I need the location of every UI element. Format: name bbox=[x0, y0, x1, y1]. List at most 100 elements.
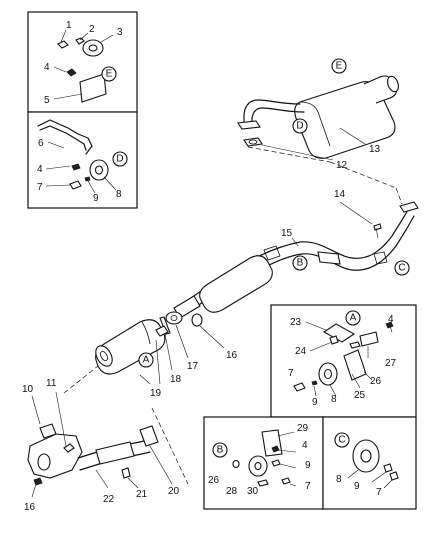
part-7-bolt-b bbox=[281, 477, 291, 485]
ref-circle-c1: C bbox=[394, 260, 410, 276]
part-27-bracket bbox=[359, 331, 379, 347]
svg-text:A: A bbox=[143, 355, 150, 366]
callout-4: 4 bbox=[302, 440, 308, 451]
front-pipe-manifold-end bbox=[27, 433, 83, 479]
ref-circle-e1: E bbox=[101, 66, 117, 82]
svg-text:D: D bbox=[296, 121, 303, 132]
callout-7: 7 bbox=[288, 368, 294, 379]
svg-text:C: C bbox=[338, 435, 345, 446]
part-4-nut-a bbox=[385, 321, 394, 329]
part-11-stud bbox=[63, 443, 75, 453]
callout-7: 7 bbox=[376, 487, 382, 498]
callout-20: 20 bbox=[168, 486, 180, 497]
part-26-rod bbox=[349, 341, 361, 349]
part-2-washer bbox=[75, 37, 85, 45]
callout-21: 21 bbox=[136, 489, 148, 500]
svg-text:A: A bbox=[350, 313, 357, 324]
callout-19: 19 bbox=[150, 388, 162, 399]
part-14-bolt bbox=[373, 223, 382, 231]
callout-18: 18 bbox=[170, 374, 182, 385]
ref-circle-d1: D bbox=[112, 151, 128, 167]
callout-16: 16 bbox=[226, 350, 238, 361]
inset-c-parts bbox=[347, 439, 399, 489]
part-16-nut bbox=[191, 313, 203, 327]
svg-text:E: E bbox=[106, 69, 113, 80]
part-5-bracket bbox=[79, 73, 107, 103]
callout-14: 14 bbox=[334, 189, 346, 200]
callout-25: 25 bbox=[354, 390, 366, 401]
callout-9: 9 bbox=[354, 481, 360, 492]
ref-circle-b1: B bbox=[292, 255, 308, 271]
ref-circle-a1: A bbox=[138, 352, 154, 368]
callout-6: 6 bbox=[38, 138, 44, 149]
part-19-catalytic-converter bbox=[95, 319, 169, 375]
svg-text:D: D bbox=[116, 154, 123, 165]
ref-circle-b2: B bbox=[212, 442, 228, 458]
callout-11: 11 bbox=[46, 378, 57, 389]
callout-13: 13 bbox=[369, 144, 381, 155]
part-4-nut bbox=[66, 68, 77, 77]
callout-8: 8 bbox=[336, 474, 342, 485]
callout-29: 29 bbox=[297, 423, 309, 434]
callout-7: 7 bbox=[305, 481, 311, 492]
muffler-inlet-flange bbox=[237, 120, 261, 130]
callout-30: 30 bbox=[247, 486, 259, 497]
callout-17: 17 bbox=[187, 361, 199, 372]
part-7-bolt-a bbox=[293, 382, 306, 392]
callout-9: 9 bbox=[312, 397, 318, 408]
part-13-muffler bbox=[237, 75, 399, 159]
part-6-hanger-bracket bbox=[37, 119, 93, 155]
part-17-gasket bbox=[165, 311, 183, 325]
svg-text:B: B bbox=[217, 445, 224, 456]
inset-b-parts bbox=[232, 429, 297, 487]
callout-22: 22 bbox=[103, 494, 115, 505]
inset-e-parts bbox=[53, 29, 114, 103]
callout-4: 4 bbox=[37, 164, 43, 175]
callout-4: 4 bbox=[44, 62, 50, 73]
callout-12: 12 bbox=[336, 160, 348, 171]
callout-8: 8 bbox=[116, 189, 122, 200]
callout-7: 7 bbox=[37, 182, 43, 193]
part-22-front-pipe bbox=[27, 423, 159, 486]
svg-text:B: B bbox=[297, 258, 304, 269]
callout-numbers: 1 2 3 4 5 6 4 7 9 8 13 12 14 15 16 17 18… bbox=[22, 20, 397, 513]
callout-3: 3 bbox=[117, 27, 123, 38]
ref-circle-e2: E bbox=[331, 58, 347, 74]
callout-23: 23 bbox=[290, 317, 302, 328]
callout-4: 4 bbox=[388, 314, 394, 325]
svg-text:E: E bbox=[336, 61, 343, 72]
part-9-nut-c bbox=[383, 463, 393, 473]
callout-9: 9 bbox=[305, 460, 311, 471]
inset-d-parts bbox=[37, 119, 117, 194]
part-1-bolt bbox=[57, 40, 69, 49]
callout-8: 8 bbox=[331, 394, 337, 405]
part-16-nut-front bbox=[33, 477, 43, 486]
callout-24: 24 bbox=[295, 346, 307, 357]
callout-10: 10 bbox=[22, 384, 34, 395]
inset-a-parts bbox=[293, 321, 394, 397]
callout-5: 5 bbox=[44, 95, 50, 106]
callout-15: 15 bbox=[281, 228, 293, 239]
ref-circle-c2: C bbox=[334, 432, 350, 448]
part-26-washer bbox=[232, 459, 240, 469]
part-9-nut-a bbox=[311, 380, 318, 386]
part-7-bolt-d bbox=[69, 180, 82, 190]
part-21-bolt bbox=[121, 467, 131, 479]
part-30-bolt bbox=[257, 479, 269, 487]
part-24-bolt bbox=[329, 335, 339, 345]
callout-28: 28 bbox=[226, 486, 238, 497]
callout-9: 9 bbox=[93, 193, 99, 204]
ref-circle-d2: D bbox=[292, 118, 308, 134]
callout-2: 2 bbox=[89, 24, 95, 35]
pipe-outlet-flange bbox=[399, 201, 419, 213]
callout-16: 16 bbox=[24, 502, 36, 513]
ref-circle-a2: A bbox=[345, 310, 361, 326]
svg-text:C: C bbox=[398, 263, 405, 274]
callout-26: 26 bbox=[208, 475, 220, 486]
callout-27: 27 bbox=[385, 358, 397, 369]
callout-1: 1 bbox=[66, 20, 72, 31]
part-29-bracket bbox=[261, 429, 283, 457]
part-15-intermediate-pipe bbox=[173, 201, 419, 319]
